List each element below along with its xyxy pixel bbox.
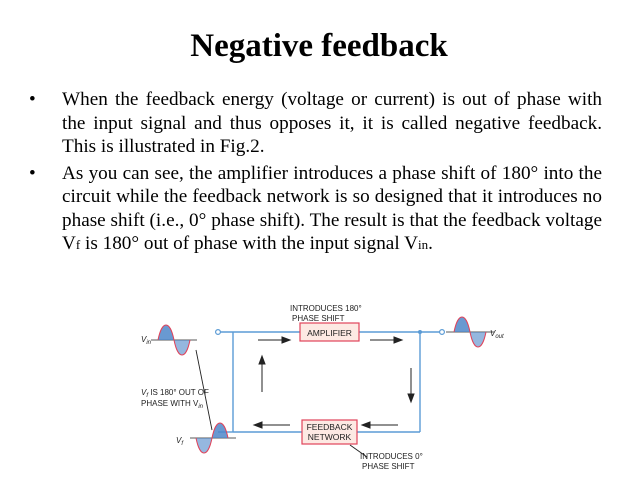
feedback-note-line2: PHASE SHIFT xyxy=(362,462,415,471)
bullet-item-1: • When the feedback energy (voltage or c… xyxy=(0,88,638,159)
input-waveform: Vin xyxy=(141,324,197,356)
arrow-top-right-head xyxy=(393,336,404,344)
phase-note-line1: Vf IS 180° OUT OF xyxy=(141,388,209,399)
feedback-label-line2: NETWORK xyxy=(308,432,352,442)
bullet-dot: • xyxy=(29,89,36,110)
amplifier-note-line2: PHASE SHIFT xyxy=(292,314,345,323)
vin-wave-curve xyxy=(157,324,191,356)
feedback-note-line1: INTRODUCES 0° xyxy=(360,452,423,461)
feedback-waveform: Vf xyxy=(176,422,236,454)
phase-compare-line xyxy=(195,349,213,431)
slide-title: Negative feedback xyxy=(190,28,448,64)
phase-note: Vf IS 180° OUT OF PHASE WITH Vin xyxy=(141,388,209,410)
bullet-text-part: As you can see, the amplifier introduces… xyxy=(62,162,602,255)
bullet-text-part: is 180° out of phase with the input sign… xyxy=(80,233,418,254)
circuit-wires xyxy=(215,329,446,433)
flow-arrows xyxy=(252,336,415,429)
vout-wave-curve xyxy=(453,316,487,348)
bullet-dot: • xyxy=(29,162,36,184)
feedback-note-pointer xyxy=(349,444,368,458)
amplifier-note-line1: INTRODUCES 180° xyxy=(290,304,362,313)
bullet-list: • When the feedback energy (voltage or c… xyxy=(0,88,638,260)
subscript-f: f xyxy=(75,237,81,252)
junction-dot xyxy=(418,330,422,334)
feedback-label-line1: FEEDBACK xyxy=(307,422,353,432)
vf-wave-curve xyxy=(195,422,229,454)
arrow-top-left-head xyxy=(281,336,292,344)
bullet-text: When the feedback energy (voltage or cur… xyxy=(62,89,602,157)
bullet-text-part: . xyxy=(428,233,433,254)
bullet-item-2: • As you can see, the amplifier introduc… xyxy=(0,162,638,257)
arrow-bottom-right-head xyxy=(360,421,371,429)
subscript-in: in xyxy=(417,237,429,252)
input-terminal xyxy=(215,329,222,336)
feedback-network-box xyxy=(301,419,358,445)
amplifier-box xyxy=(299,322,360,342)
output-waveform: Vout xyxy=(446,316,504,348)
amplifier-block: AMPLIFIER INTRODUCES 180° PHASE SHIFT xyxy=(290,304,362,342)
vin-label: Vin xyxy=(141,335,152,346)
feedback-network-block: FEEDBACK NETWORK INTRODUCES 0° PHASE SHI… xyxy=(301,419,423,471)
arrow-up-left-head xyxy=(258,354,266,365)
arrow-bottom-left-head xyxy=(252,421,263,429)
arrow-down-right-head xyxy=(407,393,415,404)
phase-note-line2: PHASE WITH Vin xyxy=(141,399,204,410)
vout-label: Vout xyxy=(490,329,504,340)
output-terminal xyxy=(439,329,446,336)
vf-label: Vf xyxy=(176,436,184,447)
amplifier-label: AMPLIFIER xyxy=(307,328,352,338)
